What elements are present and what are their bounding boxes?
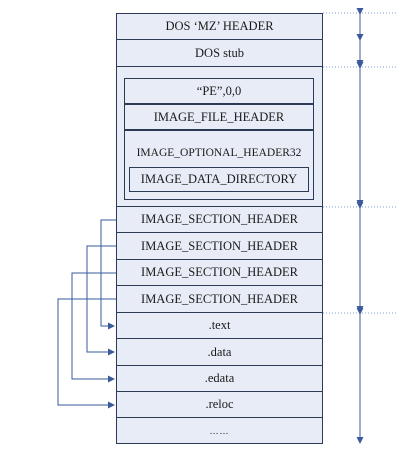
more-sections-label: …… [209,426,230,436]
pe-signature: “PE”,0,0 [124,78,314,104]
image-data-directory: IMAGE_DATA_DIRECTORY [129,167,309,192]
section-data-label: .data [207,344,232,359]
pe-signature-label: “PE”,0,0 [196,83,242,98]
section-text-label: .text [208,318,231,332]
dos-mz-header-label: DOS ‘MZ’ HEADER [165,18,274,33]
section-pointers [57,219,116,409]
section-header-label: IMAGE_SECTION_HEADER [141,265,298,279]
image-file-header: IMAGE_FILE_HEADER [124,104,314,130]
section-reloc-label: .reloc [205,397,234,411]
image-file-header-label: IMAGE_FILE_HEADER [153,109,285,124]
section-header-1: IMAGE_SECTION_HEADER [116,207,323,233]
section-header-label: IMAGE_SECTION_HEADER [141,291,298,306]
more-sections: …… [116,418,323,444]
section-reloc: .reloc [116,392,323,418]
section-header-2: IMAGE_SECTION_HEADER [116,233,323,260]
dotted-guides [323,12,398,314]
section-header-4: IMAGE_SECTION_HEADER [116,286,323,313]
dos-stub-label: DOS stub [195,45,244,60]
section-header-label: IMAGE_SECTION_HEADER [141,238,298,253]
dos-stub: DOS stub [116,40,323,67]
pointer-reloc [57,298,116,409]
section-header-3: IMAGE_SECTION_HEADER [116,260,323,286]
image-optional-header: IMAGE_OPTIONAL_HEADER32 [124,130,314,200]
image-optional-header-label: IMAGE_OPTIONAL_HEADER32 [136,147,302,159]
section-edata: .edata [116,366,323,392]
nt-headers-region [116,67,323,207]
dos-mz-header: DOS ‘MZ’ HEADER [116,13,323,40]
section-data: .data [116,339,323,366]
section-header-label: IMAGE_SECTION_HEADER [141,212,298,226]
section-text: .text [116,313,323,339]
section-edata-label: .edata [204,371,235,385]
pointer-edata [71,272,116,383]
image-data-directory-label: IMAGE_DATA_DIRECTORY [140,172,298,186]
